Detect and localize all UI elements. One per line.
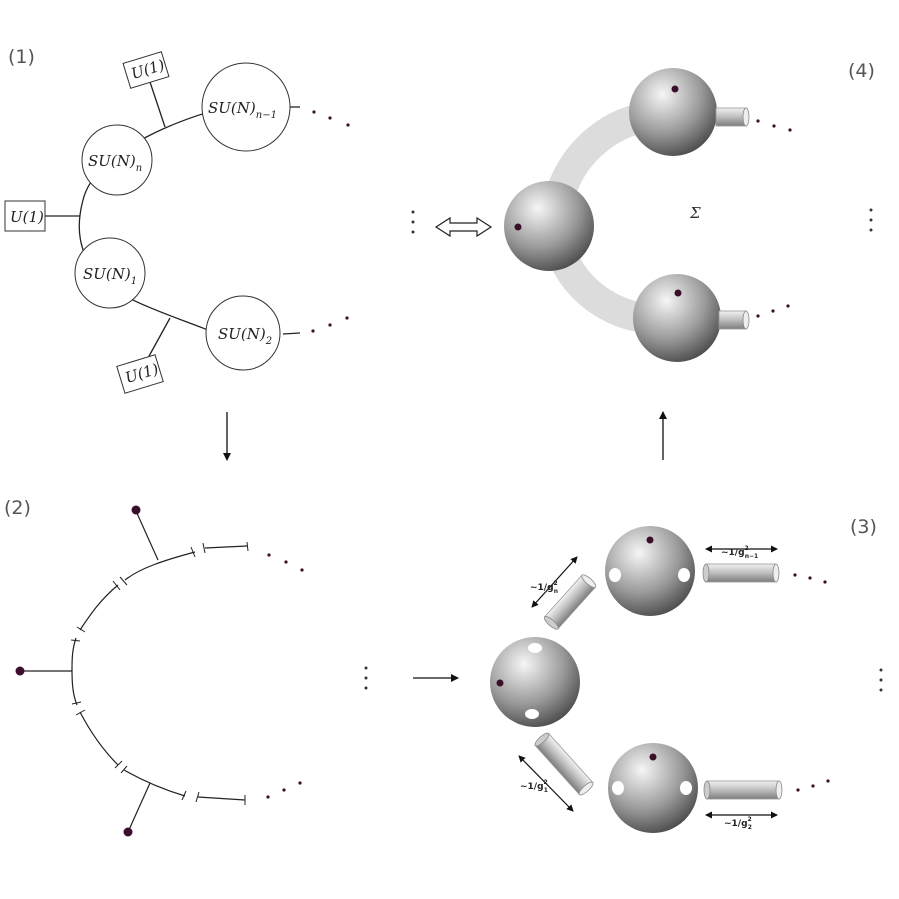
sphere-top-4	[629, 68, 717, 156]
u1-box-bottom: U(1)	[116, 354, 164, 394]
svg-text:SU(N)1: SU(N)1	[83, 265, 137, 287]
puncture-dot	[646, 536, 654, 544]
svg-text:SU(N)n−1: SU(N)n−1	[208, 99, 277, 121]
sphere-center-4	[504, 181, 594, 271]
svg-text:SU(N)n: SU(N)n	[88, 152, 142, 174]
sphere-top-3	[605, 526, 695, 616]
length-arrow-1	[518, 755, 574, 812]
puncture-dot	[674, 289, 682, 297]
tube-n-minus-1	[702, 563, 780, 583]
node-su-2: SU(N)2	[205, 295, 281, 371]
surface-diagram: Σ	[504, 68, 750, 362]
segment-diagram	[21, 510, 249, 833]
puncture-dot	[649, 753, 657, 761]
tube-2	[703, 780, 783, 800]
ellipsis-panel1	[311, 110, 350, 333]
vertical-ellipsis-mid	[364, 666, 368, 690]
sigma-label: Σ	[689, 204, 701, 222]
u1-box-top: U(1)	[122, 51, 170, 89]
ellipsis-panel4	[756, 119, 792, 318]
u1-bottom-link	[147, 317, 171, 359]
length-arrow-n	[531, 556, 578, 608]
panel-label-2: (2)	[4, 497, 31, 519]
quiver-diagram	[45, 81, 301, 359]
u1-box-left: U(1)	[4, 200, 46, 232]
tube-n	[543, 574, 597, 630]
panel-label-4: (4)	[848, 60, 875, 82]
ellipsis-panel3	[793, 573, 830, 792]
segment-endpoints	[15, 505, 141, 837]
node-su-n: SU(N)n	[81, 124, 153, 196]
node-su-1: SU(N)1	[74, 237, 146, 309]
sphere-bottom-4	[633, 274, 721, 362]
vertical-ellipsis-far-right	[879, 668, 883, 692]
double-arrow	[434, 216, 493, 238]
tail-bottom	[282, 332, 301, 335]
puncture-dot	[514, 223, 522, 231]
node-su-n-minus-1: SU(N)n−1	[201, 62, 291, 152]
puncture-dot	[671, 85, 679, 93]
u1-top-link	[149, 81, 166, 128]
puncture-dot	[496, 679, 504, 687]
svg-text:U(1): U(1)	[10, 208, 44, 226]
ellipsis-panel2	[266, 553, 304, 799]
vertical-ellipsis-left	[411, 210, 415, 234]
sphere-center-3	[490, 637, 580, 727]
panel-label-1: (1)	[8, 46, 35, 68]
panel-label-3: (3)	[850, 516, 877, 538]
svg-text:SU(N)2: SU(N)2	[218, 325, 272, 347]
sphere-bottom-3	[608, 743, 698, 833]
quiver-arc	[78, 102, 245, 331]
vertical-ellipsis-right	[869, 208, 873, 232]
